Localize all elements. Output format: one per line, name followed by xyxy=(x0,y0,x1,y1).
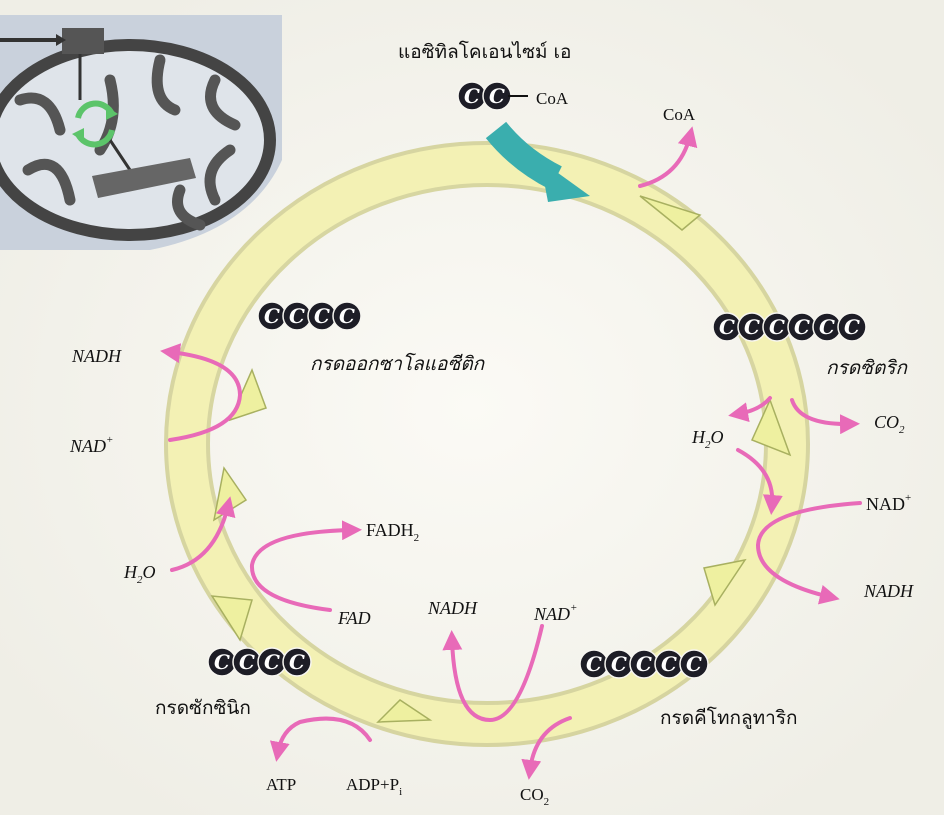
h2o-right-label: H2O xyxy=(691,427,724,451)
cycle-arrowhead xyxy=(376,699,433,723)
carbon-atom xyxy=(282,647,312,677)
carbon-atom xyxy=(679,649,709,679)
coa-attached-label: CoA xyxy=(536,89,569,108)
nad-bottom-label: NAD+ xyxy=(533,602,577,624)
h2o-left-label: H2O xyxy=(123,562,156,586)
side-reaction-arrows xyxy=(160,126,862,780)
fad-label: FAD xyxy=(337,608,371,628)
cycle-arrowhead xyxy=(210,595,253,642)
carbon-symbol: C xyxy=(769,315,785,339)
cycle-arrowhead xyxy=(703,558,747,607)
adp-atp-arrow xyxy=(269,716,372,762)
h2o-into-cycle-arrow xyxy=(736,448,783,515)
carbon-atom xyxy=(332,301,362,331)
nad-nadh-arrow-left xyxy=(160,343,243,442)
carbon-symbol: C xyxy=(611,652,627,676)
cycle-ring xyxy=(164,141,810,747)
co2-arrow-bottom xyxy=(521,716,572,780)
carbon-atom xyxy=(837,312,867,342)
carbon-symbol: C xyxy=(489,84,505,108)
nad-right-label: NAD+ xyxy=(866,492,911,514)
coa-released-label: CoA xyxy=(663,105,696,124)
carbon-symbol: C xyxy=(636,652,652,676)
co2-bottom-label: CO2 xyxy=(520,785,549,808)
acetyl-coa-label: แอซิทิลโคเอนไซม์ เอ xyxy=(398,40,571,63)
co2-arrow-right xyxy=(790,398,860,435)
fad-fadh2-arrow xyxy=(249,520,362,612)
fadh2-label: FADH2 xyxy=(366,520,419,544)
carbon-symbol: C xyxy=(464,84,480,108)
mitochondrion-icon xyxy=(0,15,282,250)
carbon-symbol: C xyxy=(686,652,702,676)
nad-nadh-arrow-right xyxy=(755,501,862,605)
carbon-symbol: C xyxy=(339,304,355,328)
carbon-symbol: C xyxy=(661,652,677,676)
nadh-bottom-label: NADH xyxy=(427,598,478,618)
nad-nadh-arrow-bottom xyxy=(442,624,544,723)
ketoglutaric-acid-label: กรดคีโทกลูทาริก xyxy=(660,706,798,729)
succinic-acid-label: กรดซักซินิก xyxy=(155,697,251,719)
carbon-symbol: C xyxy=(819,315,835,339)
h2o-arrow-right xyxy=(728,396,772,423)
carbon-symbol: C xyxy=(239,650,255,674)
atp-label: ATP xyxy=(266,775,296,794)
carbon-symbol: C xyxy=(586,652,602,676)
carbon-symbol: C xyxy=(214,650,230,674)
carbon-symbol: C xyxy=(719,315,735,339)
coa-release-arrow xyxy=(638,126,698,188)
carbon-symbol: C xyxy=(844,315,860,339)
nad-left-label: NAD+ xyxy=(69,434,113,456)
carbon-symbol: C xyxy=(289,650,305,674)
cycle-arrowhead xyxy=(750,398,792,457)
carbon-symbol: C xyxy=(744,315,760,339)
h2o-arrow-left xyxy=(170,496,236,572)
carbon-symbol: C xyxy=(264,304,280,328)
oxaloacetic-acid-label: กรดออกซาโลแอซีติก xyxy=(310,352,486,375)
cycle-arrowhead xyxy=(639,195,702,231)
co2-right-label: CO2 xyxy=(874,412,905,436)
carbon-symbol: C xyxy=(289,304,305,328)
carbon-symbol: C xyxy=(794,315,810,339)
adp-pi-label: ADP+Pi xyxy=(346,775,402,798)
citric-acid-label: กรดซิตริก xyxy=(826,357,908,379)
nadh-left-label: NADH xyxy=(71,346,122,366)
carbon-symbol: C xyxy=(314,304,330,328)
nadh-right-label: NADH xyxy=(863,581,914,601)
entry-arrow xyxy=(485,121,590,202)
carbon-symbol: C xyxy=(264,650,280,674)
